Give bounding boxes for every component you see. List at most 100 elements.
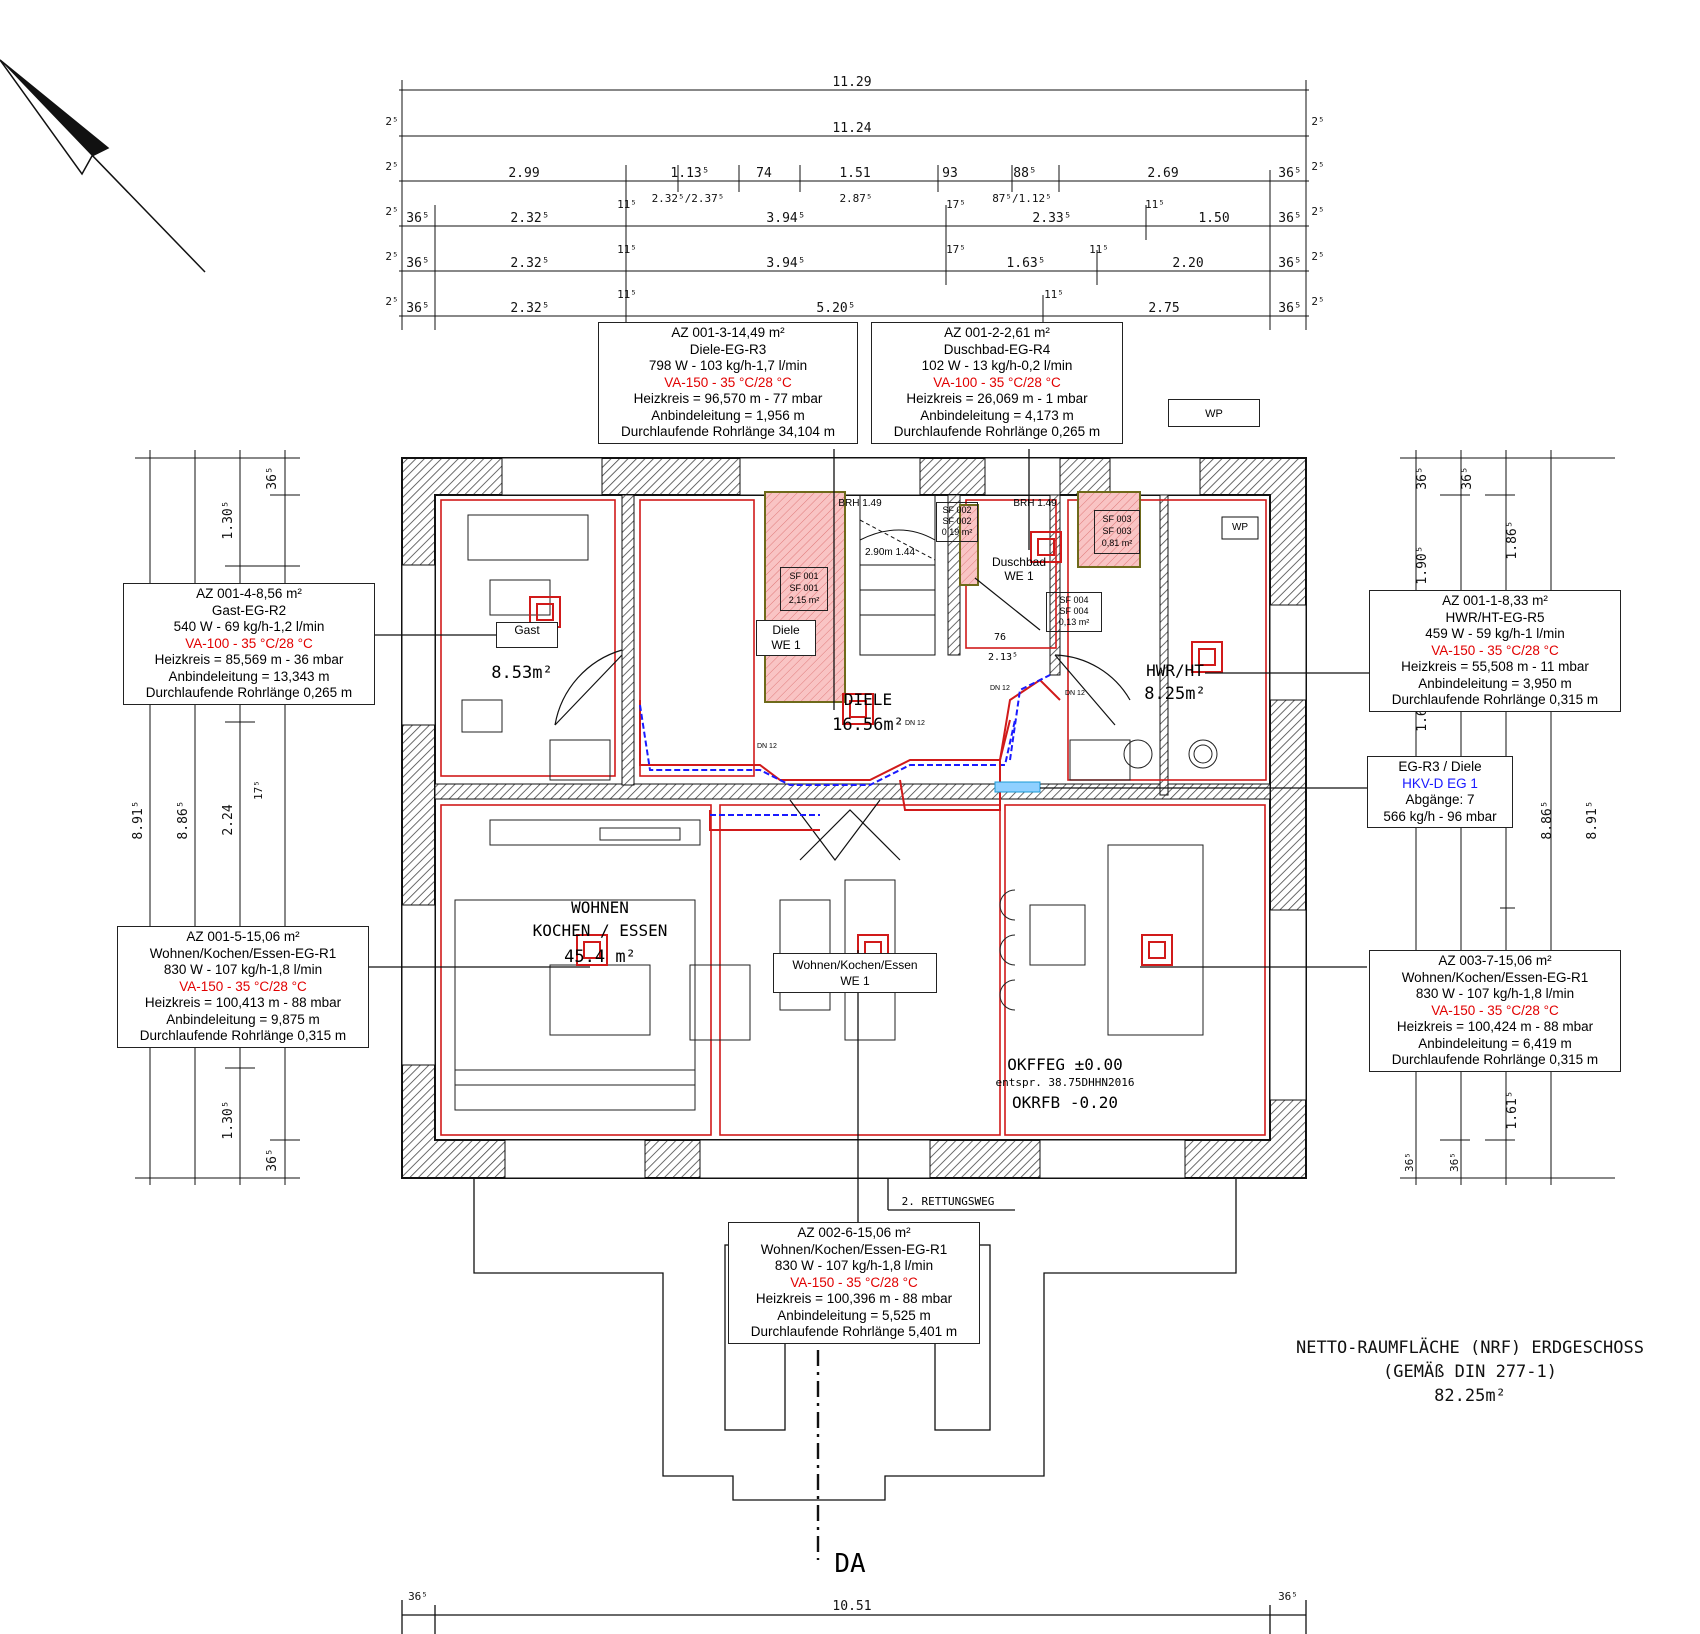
rettungsweg: 2. RETTUNGSWEG <box>902 1195 995 1208</box>
doors <box>554 577 1131 861</box>
diele-area: 16.56m² <box>832 715 904 735</box>
wp-room-label: WP <box>1232 522 1248 533</box>
dim-total-inner: 11.24 <box>832 121 871 136</box>
dim-r6-d: 5.20⁵ <box>816 301 855 316</box>
sf-areas <box>764 491 1141 703</box>
area-summary: NETTO-RAUMFLÄCHE (NRF) ERDGESCHOSS (GEMÄ… <box>1240 1336 1700 1408</box>
dim-left-6: 17⁵ <box>252 780 265 800</box>
wohnen-room-name-2: KOCHEN / ESSEN <box>533 921 668 940</box>
okffeg: OKFFEG ±0.00 <box>1007 1055 1123 1074</box>
dim-right-10: 36⁵ <box>1448 1152 1461 1172</box>
dim-r4-g: 11⁵ <box>1145 198 1165 211</box>
wp-box: WP <box>1168 399 1260 427</box>
hwr-room-name: HWR/HT <box>1146 661 1204 680</box>
dim-right-8: 1.61⁵ <box>1505 1090 1520 1129</box>
dim-right-4: 1.86⁵ <box>1505 520 1520 559</box>
dim-r3-g: 2.69 <box>1147 166 1178 181</box>
brh-1: BRH 1.49 <box>838 498 882 509</box>
svg-text:2⁵: 2⁵ <box>1311 205 1324 218</box>
dim-r4-c: 11⁵ <box>617 198 637 211</box>
dim-opening-2: 2.87⁵ <box>839 192 872 205</box>
svg-text:2⁵: 2⁵ <box>1311 160 1324 173</box>
pipe-dn-2: DN 12 <box>990 685 1010 692</box>
dim-left-4: 8.86⁵ <box>176 800 191 839</box>
dim-r4-i: 36⁵ <box>1278 211 1301 226</box>
dim-r5-i: 36⁵ <box>1278 256 1301 271</box>
diele-room-name: DIELE <box>844 690 892 709</box>
dim-total-outer: 11.29 <box>832 75 871 90</box>
okffeg-sub: entspr. 38.75DHHN2016 <box>995 1076 1134 1089</box>
dim-left-3: 8.91⁵ <box>131 800 146 839</box>
staircase <box>859 495 936 656</box>
dim-opening-3: 87⁵/1.12⁵ <box>992 192 1052 205</box>
dim-left-2: 36⁵ <box>265 466 280 489</box>
left-dimension-chain <box>135 450 300 1185</box>
dim-r5-f: 1.63⁵ <box>1006 256 1045 271</box>
dim-r6-g: 36⁵ <box>1278 301 1301 316</box>
dim-right-5: 1.6 <box>1415 708 1430 731</box>
north-arrow-icon <box>0 59 206 273</box>
pipe-dn-1: DN 12 <box>757 743 777 750</box>
dim-r3-e: 93 <box>942 166 958 181</box>
svg-text:2⁵: 2⁵ <box>1311 295 1324 308</box>
misc-dim-1: 2.13⁵ <box>988 652 1018 663</box>
right-edge-marks: 2⁵ 2⁵ 2⁵ 2⁵ 2⁵ <box>1311 115 1324 308</box>
dim-r6-c: 11⁵ <box>617 288 637 301</box>
dim-r4-a: 36⁵ <box>406 211 429 226</box>
dim-r3-c: 74 <box>756 166 772 181</box>
dim-opening-1: 2.32⁵/2.37⁵ <box>652 192 725 205</box>
heating-circuits <box>440 499 1267 1136</box>
dim-right-6: 8.86⁵ <box>1540 800 1555 839</box>
dim-r4-d: 3.94⁵ <box>766 211 805 226</box>
dim-r3-a: 2.99 <box>508 166 539 181</box>
pipe-dn-4: DN 12 <box>905 720 925 727</box>
dim-r3-h: 36⁵ <box>1278 166 1301 181</box>
dim-r4-b: 2.32⁵ <box>510 211 549 226</box>
dim-right-2: 36⁵ <box>1460 466 1475 489</box>
svg-text:2⁵: 2⁵ <box>1311 115 1324 128</box>
svg-text:2⁵: 2⁵ <box>385 250 398 263</box>
dim-r3-d: 1.51 <box>839 166 870 181</box>
wohnen-area: 45.4 m² <box>564 947 636 967</box>
svg-text:2⁵: 2⁵ <box>385 115 398 128</box>
summary-area: 82.25m² <box>1434 1386 1506 1406</box>
dim-bottom-left: 36⁵ <box>408 1590 428 1603</box>
left-edge-marks: 2⁵ 2⁵ 2⁵ 2⁵ 2⁵ <box>385 115 398 308</box>
leader-lines <box>367 449 1370 1225</box>
dim-r5-h: 2.20 <box>1172 256 1203 271</box>
dim-r6-f: 2.75 <box>1148 301 1179 316</box>
stair-note: 2.90m 1.44 <box>865 547 915 558</box>
svg-text:2⁵: 2⁵ <box>385 160 398 173</box>
misc-dim-2: 76 <box>994 632 1006 643</box>
brh-2: BRH 1.49 <box>1013 498 1057 509</box>
wohnen-room-name-1: WOHNEN <box>571 898 629 917</box>
dim-r5-e: 17⁵ <box>946 243 966 256</box>
dim-right-9: 36⁵ <box>1403 1152 1416 1172</box>
dim-r6-e: 11⁵ <box>1044 288 1064 301</box>
dim-r6-a: 36⁵ <box>406 301 429 316</box>
gast-area: 8.53m² <box>491 663 552 683</box>
okrfb: OKRFB -0.20 <box>1012 1093 1118 1112</box>
dim-left-5: 2.24 <box>221 804 236 835</box>
dim-r5-a: 36⁵ <box>406 256 429 271</box>
dim-r3-f: 88⁵ <box>1013 166 1036 181</box>
dim-right-7: 8.91⁵ <box>1585 800 1600 839</box>
dim-r5-c: 11⁵ <box>617 243 637 256</box>
dim-bottom-main: 10.51 <box>832 1599 871 1614</box>
dim-left-1: 1.30⁵ <box>221 500 236 539</box>
da-label: DA <box>834 1549 866 1579</box>
gast-room-tag: Gast <box>496 622 558 648</box>
dim-r4-h: 1.50 <box>1198 211 1229 226</box>
top-dimension-chain <box>399 80 1309 330</box>
